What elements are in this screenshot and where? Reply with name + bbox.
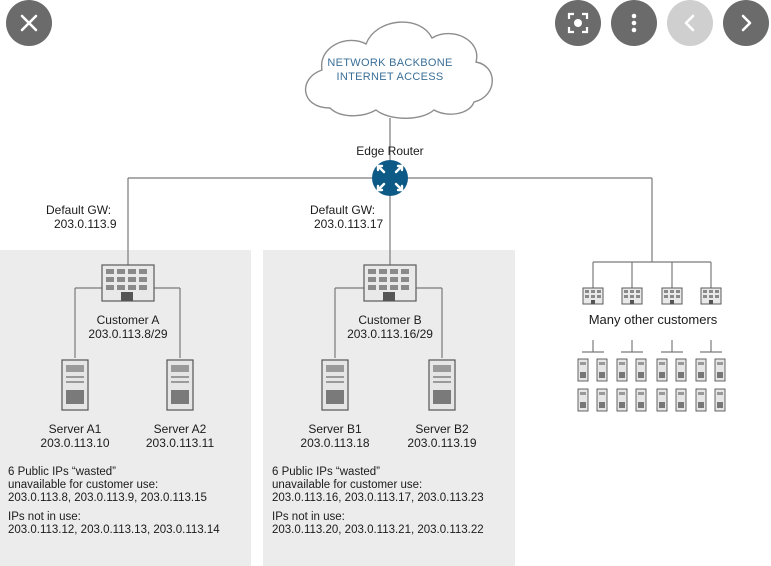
customer-a-building-icon	[101, 264, 155, 302]
other-server-icon	[577, 388, 589, 412]
customer-b-gateway-ip: 203.0.113.17	[314, 217, 384, 231]
customer-b-wasted-sub: unavailable for customer use:	[272, 479, 423, 491]
customer-a-unused-title: IPs not in use:	[8, 511, 81, 523]
server-b2-name: Server B2	[415, 422, 469, 436]
other-server-icon	[656, 388, 668, 412]
other-server-icon	[656, 358, 668, 382]
other-server-icon	[596, 388, 608, 412]
more-options-button[interactable]	[611, 0, 657, 46]
customer-a-unused-ips: 203.0.113.12, 203.0.113.13, 203.0.113.14	[8, 524, 220, 536]
server-a1-ip: 203.0.113.10	[40, 436, 110, 450]
customer-b-subnet: 203.0.113.16/29	[347, 327, 433, 341]
customer-b-gateway-label: Default GW:	[310, 203, 376, 217]
server-a2-ip: 203.0.113.11	[145, 436, 215, 450]
internet-cloud	[305, 21, 493, 119]
customer-a-gateway-ip: 203.0.113.9	[54, 217, 117, 231]
next-image-button[interactable]	[723, 0, 769, 46]
other-server-icon	[596, 358, 608, 382]
other-server-icon	[635, 358, 647, 382]
lens-icon	[567, 12, 589, 34]
customer-a-wasted-ips: 203.0.113.8, 203.0.113.9, 203.0.113.15	[8, 492, 207, 504]
server-b1-icon	[321, 359, 349, 411]
other-building-icon	[582, 287, 604, 305]
other-server-icon	[695, 358, 707, 382]
customer-a-name: Customer A	[96, 313, 160, 327]
cloud-label-line1: NETWORK BACKBONE	[327, 57, 453, 69]
server-b1-name: Server B1	[308, 422, 362, 436]
edge-router-label: Edge Router	[356, 144, 424, 158]
chevron-left-icon	[684, 14, 695, 32]
other-server-icon	[695, 388, 707, 412]
more-vert-icon	[631, 13, 637, 33]
customer-b-wasted-title: 6 Public IPs “wasted”	[272, 466, 381, 478]
other-server-icon	[635, 388, 647, 412]
customer-b-panel	[263, 250, 515, 566]
other-server-icon	[616, 358, 628, 382]
other-server-icon	[714, 388, 726, 412]
other-server-icon	[616, 388, 628, 412]
customer-b-building-icon	[363, 264, 417, 302]
visual-search-button[interactable]	[555, 0, 601, 46]
other-servers	[577, 358, 726, 412]
other-server-icon	[577, 358, 589, 382]
other-server-icon	[714, 358, 726, 382]
customer-b-unused-ips: 203.0.113.20, 203.0.113.21, 203.0.113.22	[272, 524, 484, 536]
customer-a-panel	[0, 250, 251, 566]
customer-a-gateway-label: Default GW:	[46, 203, 112, 217]
router-icon	[372, 160, 408, 196]
cloud-label-line2: INTERNET ACCESS	[336, 71, 444, 83]
close-icon	[20, 14, 38, 32]
server-a2-icon	[166, 359, 194, 411]
previous-image-button[interactable]	[667, 0, 713, 46]
server-b1-ip: 203.0.113.18	[300, 436, 370, 450]
customer-a-wasted-title: 6 Public IPs “wasted”	[8, 466, 117, 478]
server-a2-name: Server A2	[153, 422, 207, 436]
server-a1-icon	[61, 359, 89, 411]
server-b2-ip: 203.0.113.19	[407, 436, 477, 450]
other-building-icon	[621, 287, 643, 305]
customer-b-unused-title: IPs not in use:	[272, 511, 345, 523]
other-server-icon	[675, 388, 687, 412]
customer-b-wasted-ips: 203.0.113.16, 203.0.113.17, 203.0.113.23	[272, 492, 484, 504]
customer-a-wasted-sub: unavailable for customer use:	[8, 479, 159, 491]
chevron-right-icon	[741, 14, 752, 32]
other-building-icon	[700, 287, 722, 305]
customer-b-name: Customer B	[358, 313, 422, 327]
other-server-icon	[675, 358, 687, 382]
server-a1-name: Server A1	[48, 422, 102, 436]
many-other-customers-label: Many other customers	[588, 312, 718, 327]
server-b2-icon	[428, 359, 456, 411]
customer-a-subnet: 203.0.113.8/29	[88, 327, 168, 341]
other-building-icon	[661, 287, 683, 305]
close-button[interactable]	[6, 0, 52, 46]
